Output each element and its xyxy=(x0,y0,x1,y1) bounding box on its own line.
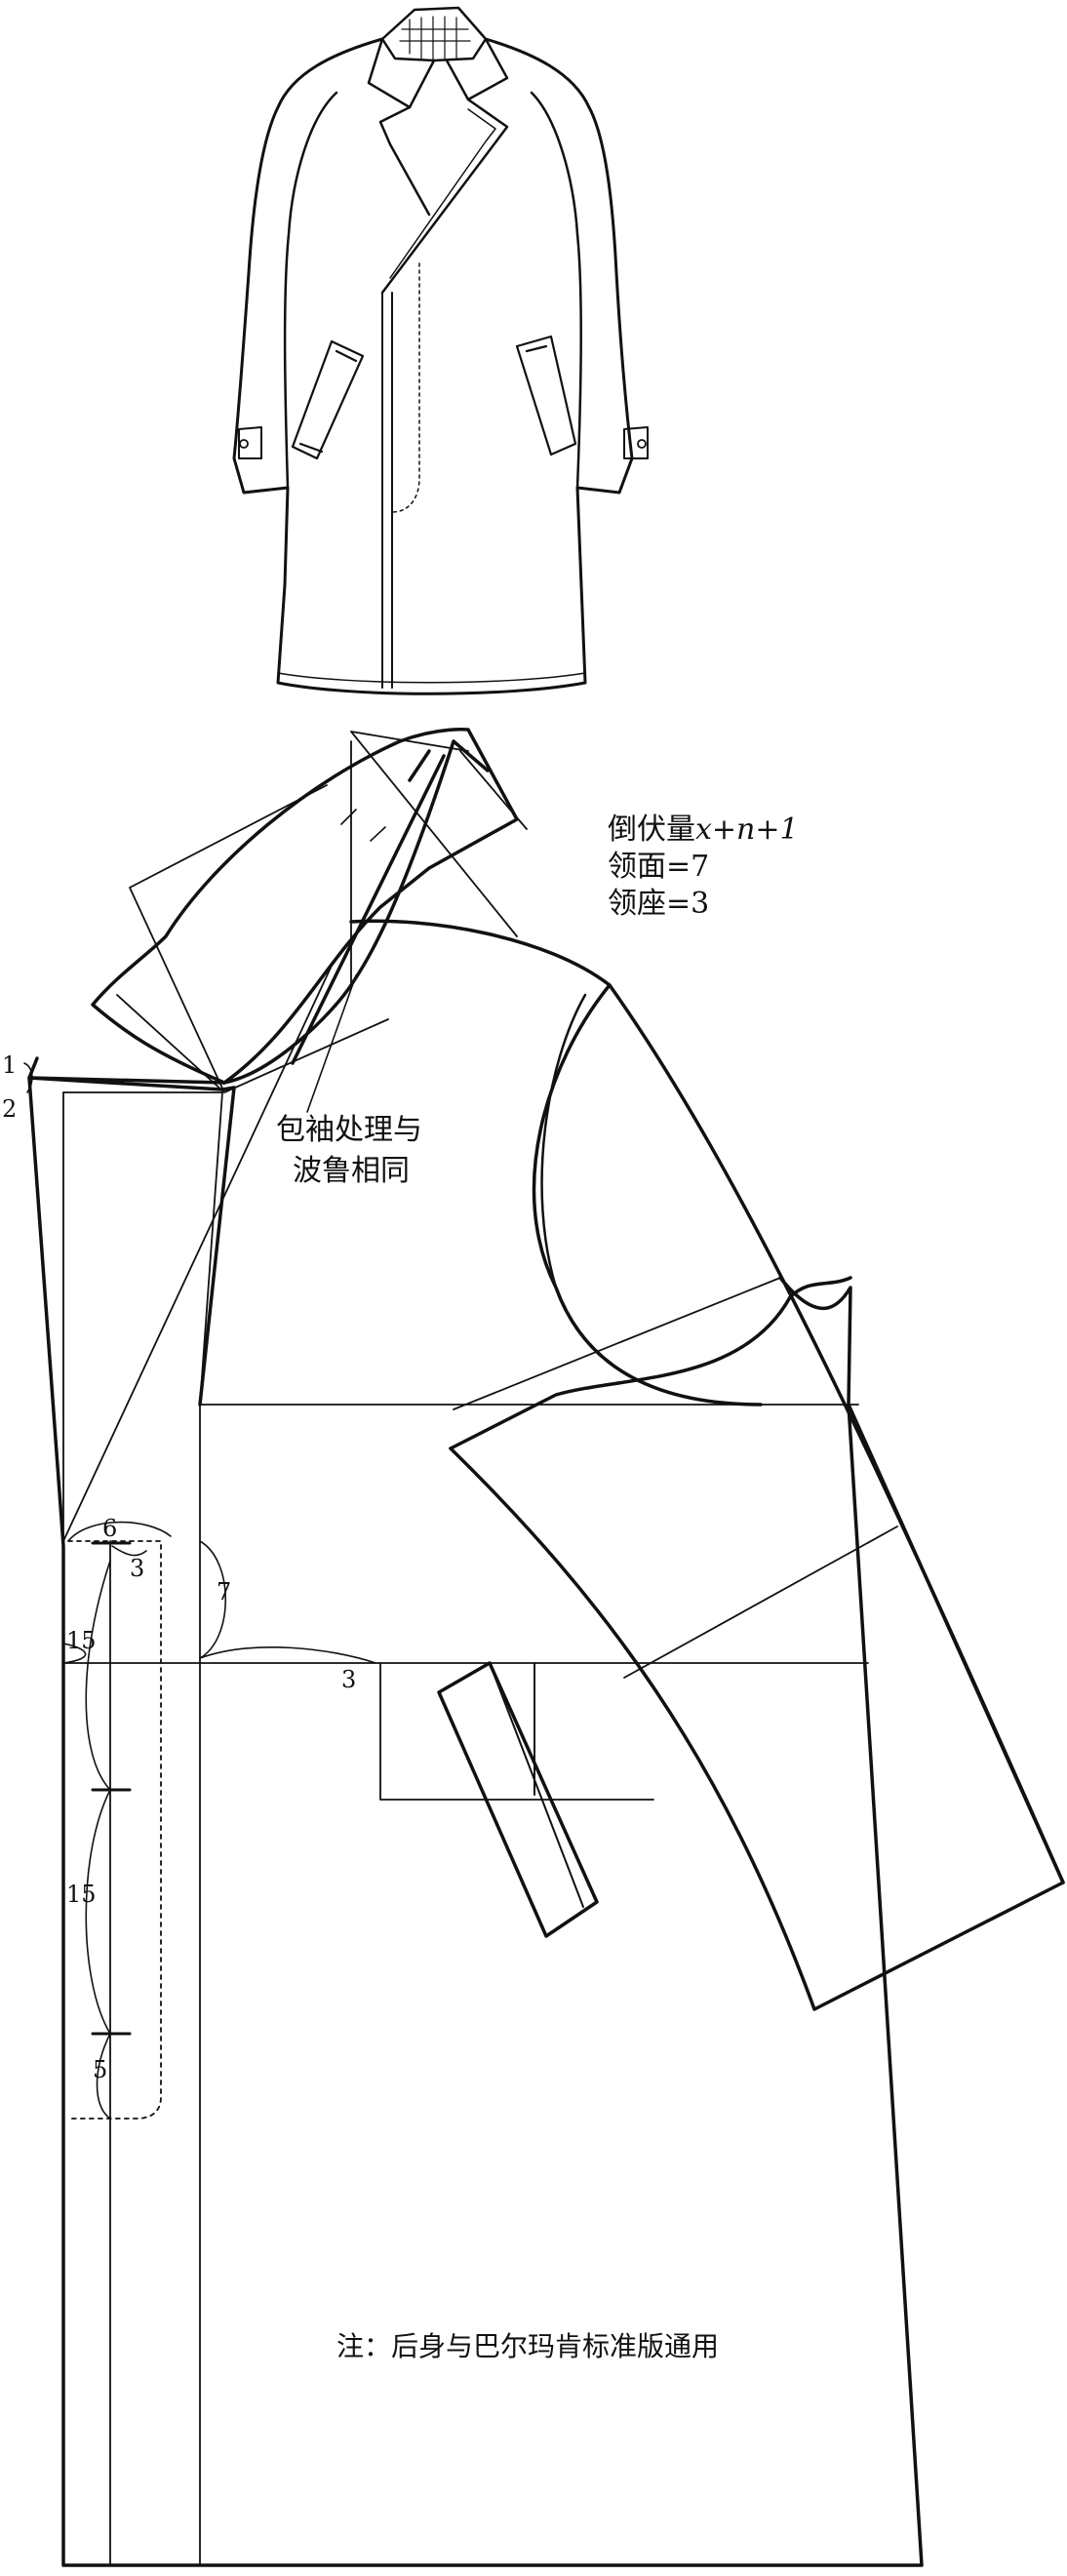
front-edge xyxy=(381,292,393,689)
sleeve-note-line1: 包袖处理与 xyxy=(276,1113,422,1147)
collar-left xyxy=(367,37,436,109)
side-seam xyxy=(608,983,1065,1884)
collar-construction xyxy=(116,784,389,1093)
collar-note-line1: 倒伏量x+n+1 xyxy=(608,812,799,847)
pocket-right xyxy=(515,335,577,456)
pocket-welt xyxy=(437,1661,599,1938)
dim-label-5: 5 xyxy=(93,2056,107,2083)
footer-note: 注：后身与巴尔玛肯标准版通用 xyxy=(336,2330,719,2362)
collar-note-line2: 领面=7 xyxy=(608,850,709,884)
facing-dotted-line xyxy=(67,1540,162,2120)
collar-stand xyxy=(380,6,488,62)
dim-arc-3b xyxy=(199,1646,376,1664)
sleeve-seam-left xyxy=(283,91,338,490)
sleeve-outline xyxy=(449,1276,1065,2011)
collar-outline xyxy=(91,728,519,1085)
armhole-inner xyxy=(540,993,587,1289)
collar-rays xyxy=(350,731,528,986)
dim-label-3b: 3 xyxy=(341,1666,356,1693)
dim-label-3a: 3 xyxy=(130,1555,144,1582)
pattern-draft xyxy=(23,728,1065,2567)
dim-arc-15b xyxy=(85,1560,111,1791)
coat-body-outline xyxy=(232,37,634,695)
cuff-left xyxy=(238,426,262,459)
dim-arc-3a xyxy=(111,1545,147,1557)
cuff-button-right xyxy=(637,439,647,449)
pocket-left xyxy=(291,339,365,460)
leader-line xyxy=(306,974,357,1113)
tick-marks xyxy=(340,809,386,842)
lapel-outline xyxy=(27,1056,226,1085)
annotations: 倒伏量x+n+1 领面=7 领座=3 包袖处理与 波鲁相同 注：后身与巴尔玛肯标… xyxy=(2,812,799,2362)
neck-vertical xyxy=(199,1091,223,1406)
dim-label-7: 7 xyxy=(217,1578,231,1605)
dim-arc-6 xyxy=(67,1521,172,1542)
sleeve-underarm xyxy=(449,1276,852,1450)
dim-label-2: 2 xyxy=(2,1095,17,1123)
front-panel-outline xyxy=(27,1076,924,2567)
grain-d1 xyxy=(453,1277,781,1410)
dim-arc-12 xyxy=(23,1062,33,1093)
lapel-inner xyxy=(389,108,496,279)
lapel xyxy=(378,98,509,295)
cuff-right xyxy=(623,426,649,459)
dim-arc-5 xyxy=(96,2033,111,2120)
neck-diagonal xyxy=(62,965,333,1542)
sleeve-note-line2: 波鲁相同 xyxy=(293,1154,410,1188)
collar-check-lines xyxy=(399,16,471,61)
collar-fold xyxy=(222,739,490,1085)
coat-illustration xyxy=(232,6,649,695)
front-dotted-edge xyxy=(391,262,420,513)
collar-note-line3: 领座=3 xyxy=(608,887,709,921)
dim-arc-15c xyxy=(85,1789,111,2035)
pocket-welt-inner xyxy=(489,1662,584,1908)
dim-label-15b: 15 xyxy=(66,1881,97,1908)
armhole-curve xyxy=(349,919,763,1407)
dart-box xyxy=(379,1662,654,1801)
dim-label-6: 6 xyxy=(102,1515,117,1542)
grain-d2 xyxy=(623,1526,898,1679)
dim-label-1: 1 xyxy=(2,1051,17,1079)
dim-arc-15a xyxy=(62,1643,87,1664)
dim-label-15a: 15 xyxy=(66,1627,97,1654)
dim-arc-7 xyxy=(199,1540,226,1659)
sleeve-seam-right xyxy=(530,91,583,490)
collar-right xyxy=(445,37,509,101)
cuff-button-left xyxy=(239,439,249,449)
hem-line xyxy=(277,672,586,684)
